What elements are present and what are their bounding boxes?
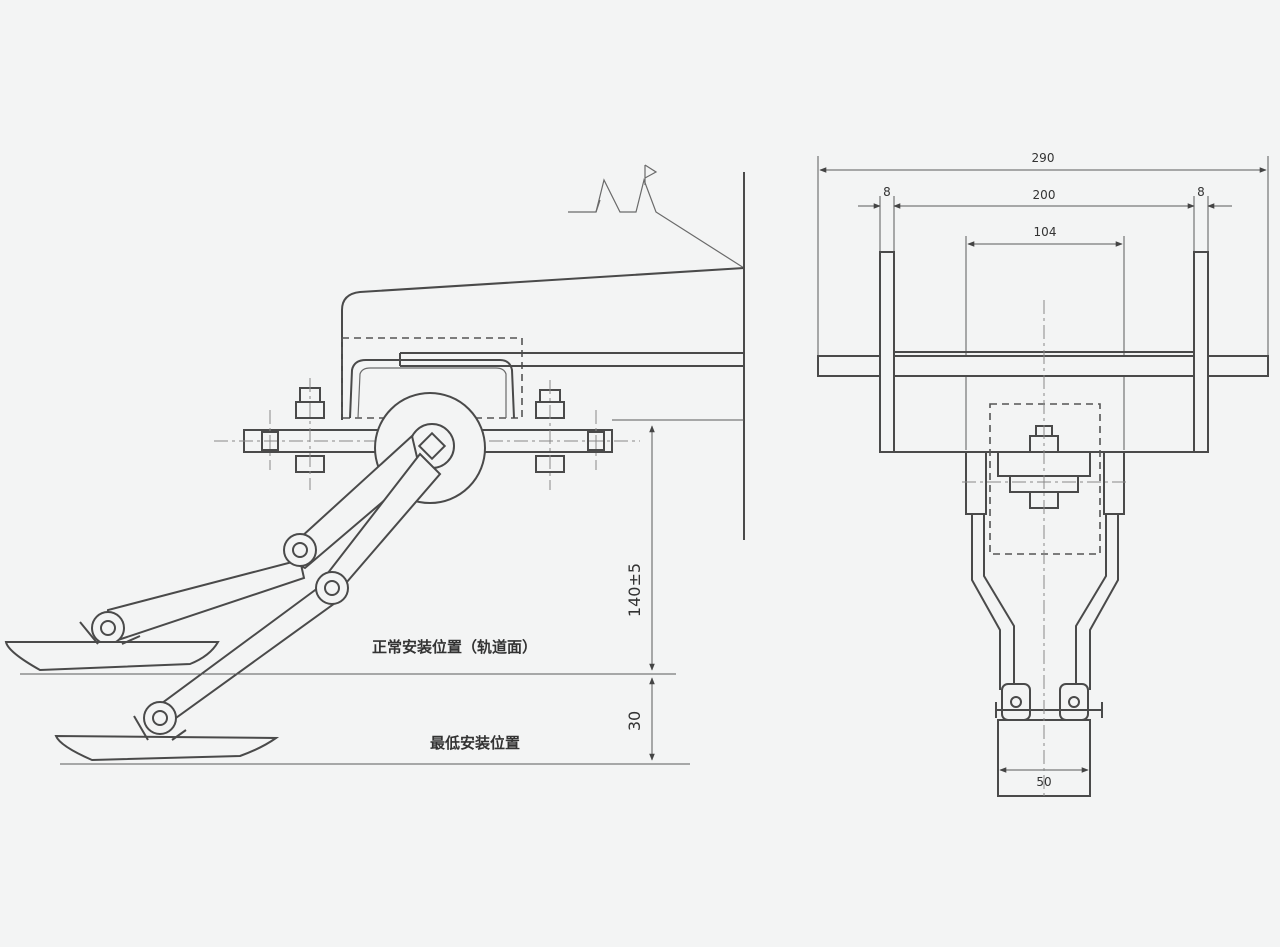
shoe-pin-lower — [143, 701, 177, 735]
dim-right-gap-label: 8 — [1197, 185, 1205, 199]
lowest-position-label: 最低安装位置 — [430, 734, 520, 752]
leg-left-outer — [971, 514, 1001, 690]
shoe-pin-upper — [91, 611, 125, 645]
front-view: 290 200 8 8 104 — [817, 151, 1269, 800]
normal-position-label: 正常安装位置（轨道面） — [372, 638, 537, 656]
leg-right-outer — [1089, 514, 1119, 690]
square-shaft — [417, 431, 447, 461]
bolt-left — [295, 378, 325, 490]
clamp-left — [965, 451, 987, 515]
bent-strap — [349, 359, 515, 419]
lug-left — [1001, 683, 1031, 721]
hidden-block — [989, 403, 1101, 555]
lug-right — [1059, 683, 1089, 721]
side-view: 140±5 30 正常安装位置（轨道面） 最低安装位置 — [4, 164, 745, 765]
bracket-arm-upper — [341, 267, 745, 420]
dim-center-label: 104 — [1034, 225, 1057, 239]
support-rod — [400, 352, 744, 367]
bolt-ends — [261, 410, 605, 470]
dim-inner-label: 200 — [1033, 188, 1056, 202]
dim-left-gap-label: 8 — [883, 185, 891, 199]
surface-finish-symbol — [568, 164, 745, 269]
dim-drop-label: 30 — [625, 711, 644, 731]
dim-height-label: 140±5 — [625, 563, 644, 617]
clamp-right — [1103, 451, 1125, 515]
side-plate-right — [1193, 251, 1209, 453]
collector-shoe-normal — [4, 641, 220, 672]
side-plate-left — [879, 251, 895, 453]
cross-rod — [817, 355, 1269, 377]
arm-joint-lower — [315, 571, 349, 605]
collector-shoe-lowest — [54, 734, 280, 762]
bolt-right — [535, 380, 565, 490]
dim-overall-label: 290 — [1032, 151, 1055, 165]
arm-joint-upper — [283, 533, 317, 567]
